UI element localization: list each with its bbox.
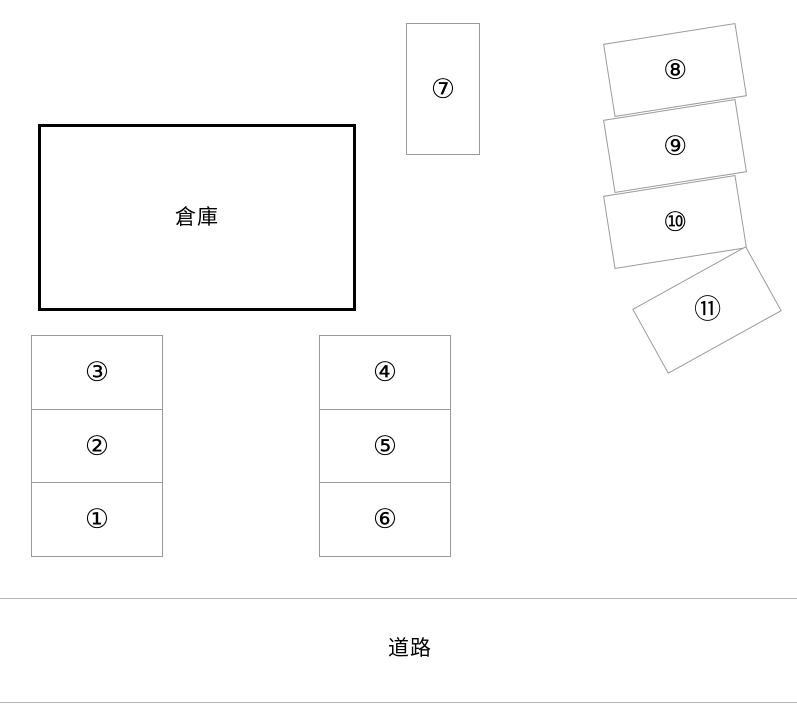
parking-space-2: ② — [31, 409, 163, 483]
warehouse-label: 倉庫 — [175, 205, 219, 229]
parking-space-5: ⑤ — [319, 409, 451, 483]
parking-space-label: ⑩ — [662, 206, 688, 238]
parking-space-1: ① — [31, 482, 163, 557]
road-bottom-edge — [0, 702, 797, 703]
parking-space-4: ④ — [319, 335, 451, 410]
parking-space-7: ⑦ — [406, 23, 480, 155]
parking-space-label: ⑪ — [693, 294, 721, 326]
road-label: 道路 — [388, 636, 432, 660]
parking-space-label: ⑧ — [662, 54, 688, 86]
parking-space-label: ④ — [372, 357, 398, 388]
parking-space-label: ⑦ — [430, 73, 456, 105]
parking-space-3: ③ — [31, 335, 163, 410]
parking-space-label: ① — [84, 504, 110, 535]
parking-space-11: ⑪ — [632, 246, 782, 374]
road-top-edge — [0, 598, 797, 599]
warehouse: 倉庫 — [38, 124, 356, 311]
parking-space-label: ⑥ — [372, 504, 398, 535]
parking-space-label: ② — [84, 430, 110, 462]
parking-space-label: ⑨ — [662, 130, 688, 162]
parking-space-label: ③ — [84, 357, 110, 388]
parking-space-label: ⑤ — [372, 430, 398, 462]
parking-space-6: ⑥ — [319, 482, 451, 557]
